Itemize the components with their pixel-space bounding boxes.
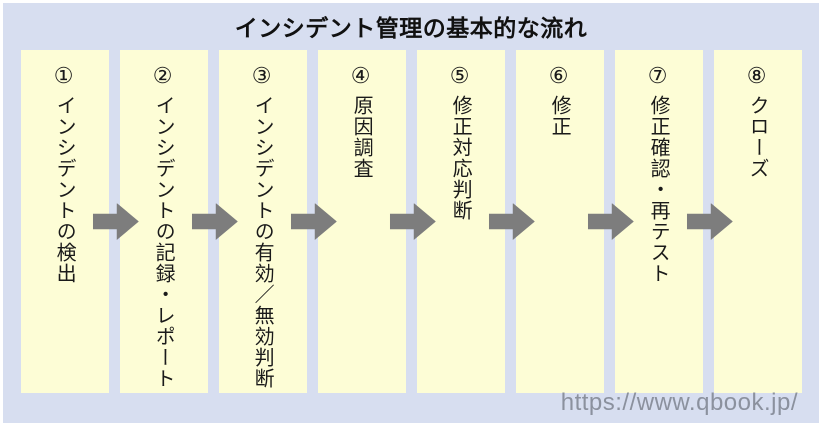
step-number: ④ (349, 64, 375, 90)
step-label: クローズ (746, 95, 769, 179)
flow-gap (389, 50, 436, 393)
step-number: ⑦ (646, 64, 672, 90)
step-number: ⑧ (745, 64, 771, 90)
flow-gap (686, 50, 733, 393)
step-number: ③ (250, 64, 276, 90)
source-url-watermark: https://www.qbook.jp/ (560, 389, 798, 416)
step-text: ② インシデントの記録・レポート (151, 50, 176, 389)
step-number: ② (151, 64, 177, 90)
flow-row: ① インシデントの検出 ② インシデントの記録・レポート ③ インシデントの有効／無効… (3, 50, 819, 393)
step-number: ① (52, 64, 78, 90)
step-label: 修正確認・再テスト (647, 95, 670, 284)
step-label: 原因調査 (350, 95, 373, 179)
diagram-title: インシデント管理の基本的な流れ (234, 15, 588, 41)
step-text: ① インシデントの検出 (52, 50, 77, 284)
step-label: 修正対応判断 (449, 95, 472, 221)
flow-gap (587, 50, 634, 393)
flow-gap (290, 50, 337, 393)
step-text: ⑥ 修正 (547, 50, 572, 137)
flow-gap (92, 50, 139, 393)
diagram-panel: インシデント管理の基本的な流れ ① インシデントの検出 ② インシデントの記録・レポ… (3, 3, 819, 423)
step-text: ⑦ 修正確認・再テスト (646, 50, 671, 284)
step-text: ③ インシデントの有効／無効判断 (250, 50, 275, 389)
step-text: ⑧ クローズ (745, 50, 770, 179)
flow-gap (191, 50, 238, 393)
flow-gap (488, 50, 535, 393)
step-label: インシデントの有効／無効判断 (251, 95, 274, 389)
step-label: 修正 (548, 95, 571, 137)
step-text: ④ 原因調査 (349, 50, 374, 179)
step-text: ⑤ 修正対応判断 (448, 50, 473, 221)
step-number: ⑤ (448, 64, 474, 90)
step-label: インシデントの検出 (53, 95, 76, 284)
step-label: インシデントの記録・レポート (152, 95, 175, 389)
step-number: ⑥ (547, 64, 573, 90)
